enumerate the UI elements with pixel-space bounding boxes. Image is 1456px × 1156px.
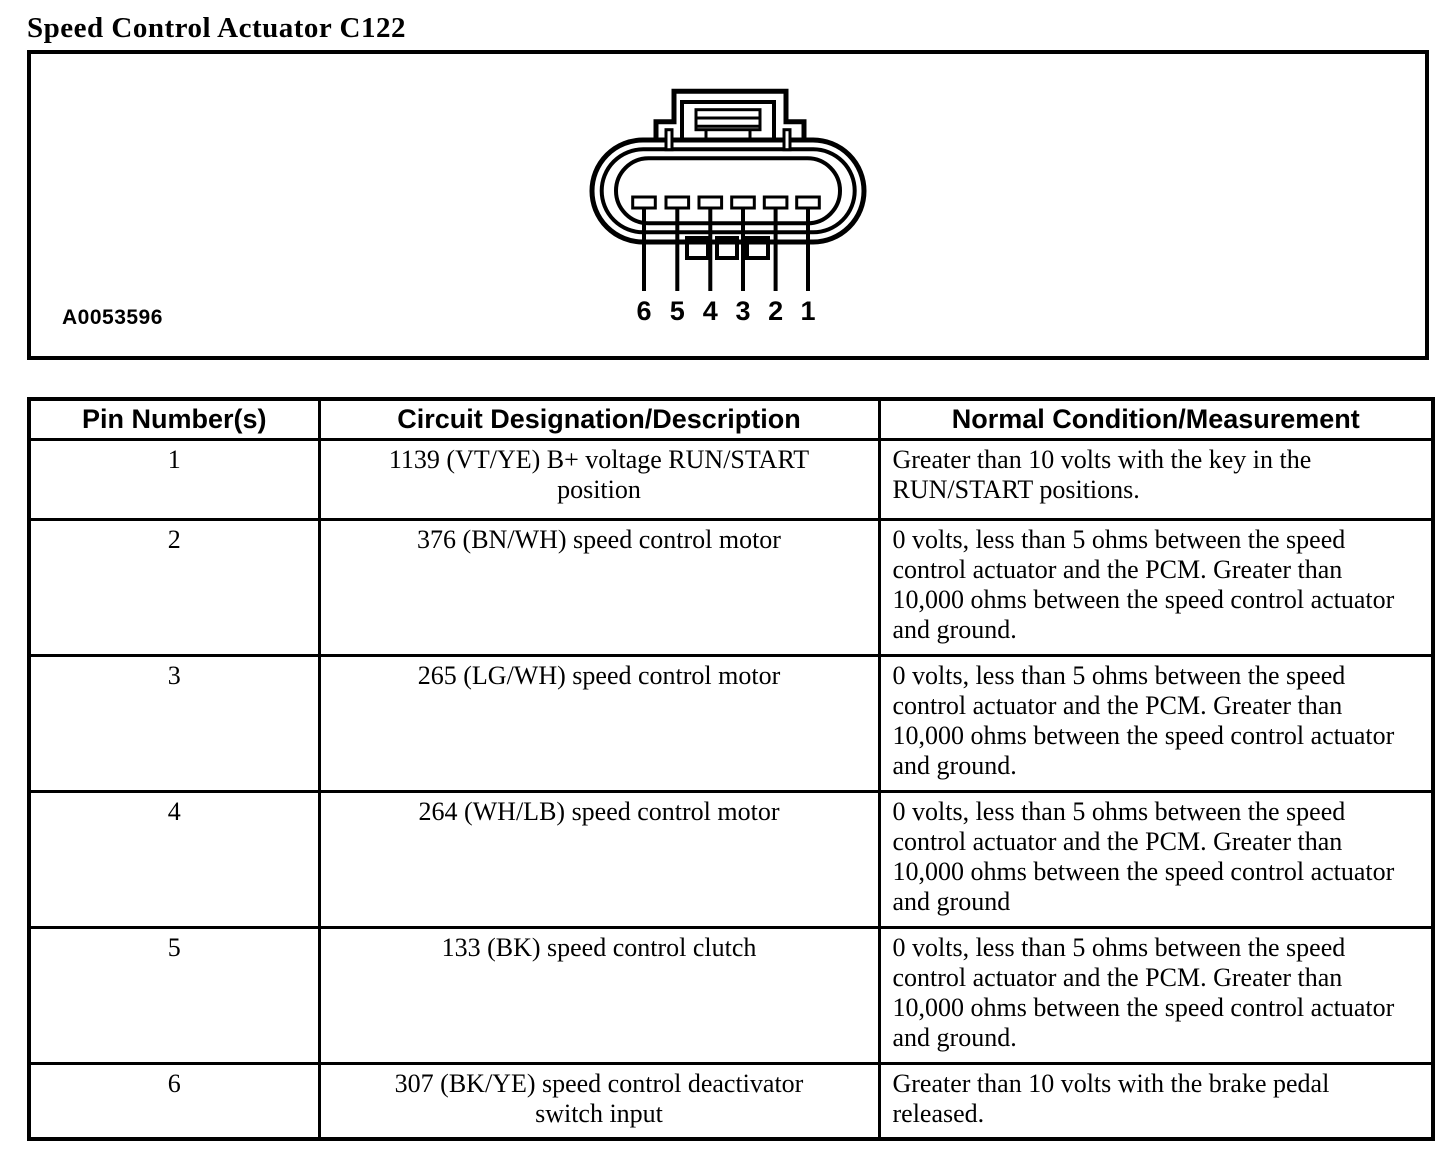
latch-side-slots [664,128,792,152]
pin-label-5: 5 [670,296,685,326]
circuit-cell: 1139 (VT/YE) B+ voltage RUN/START positi… [317,437,881,521]
table-row: 6 307 (BK/YE) speed control deactivator … [27,1061,1435,1141]
pin-number-cell: 1 [27,437,321,521]
condition-cell: 0 volts, less than 5 ohms between the sp… [877,653,1435,793]
circuit-cell: 376 (BN/WH) speed control motor [317,517,881,657]
circuit-cell: 307 (BK/YE) speed control deactivator sw… [317,1061,881,1141]
connector-figure-box: 6 5 4 3 2 1 A0053596 [27,50,1429,360]
circuit-cell: 133 (BK) speed control clutch [317,925,881,1065]
connector-diagram: 6 5 4 3 2 1 [589,88,867,326]
header-pin-number: Pin Number(s) [27,397,321,441]
pin-number-cell: 3 [27,653,321,793]
pin-number-cell: 2 [27,517,321,657]
table-row: 5 133 (BK) speed control clutch 0 volts,… [27,925,1435,1065]
pin-cavities [631,195,821,210]
figure-id-label: A0053596 [62,306,163,329]
pin-number-cell: 6 [27,1061,321,1141]
pin-number-cell: 4 [27,789,321,929]
condition-cell: Greater than 10 volts with the brake ped… [877,1061,1435,1141]
condition-cell: Greater than 10 volts with the key in th… [877,437,1435,521]
pin-circuit-table: Pin Number(s) Circuit Designation/Descri… [27,397,1435,1141]
connector-body [589,137,867,245]
circuit-cell: 265 (LG/WH) speed control motor [317,653,881,793]
pin-label-3: 3 [735,296,750,326]
table-row: 4 264 (WH/LB) speed control motor 0 volt… [27,789,1435,929]
pin-number-labels: 6 5 4 3 2 1 [636,296,815,326]
condition-cell: 0 volts, less than 5 ohms between the sp… [877,789,1435,929]
circuit-cell: 264 (WH/LB) speed control motor [317,789,881,929]
pin-label-1: 1 [800,296,815,326]
table-row: 2 376 (BN/WH) speed control motor 0 volt… [27,517,1435,657]
connector-bottom-tabs [685,236,770,260]
header-circuit-designation: Circuit Designation/Description [317,397,881,441]
header-normal-condition: Normal Condition/Measurement [877,397,1435,441]
condition-cell: 0 volts, less than 5 ohms between the sp… [877,517,1435,657]
condition-cell: 0 volts, less than 5 ohms between the sp… [877,925,1435,1065]
pin-leader-lines [642,208,810,291]
page-title: Speed Control Actuator C122 [27,12,406,44]
pin-label-6: 6 [636,296,651,326]
table-header-row: Pin Number(s) Circuit Designation/Descri… [27,397,1435,441]
pin-label-4: 4 [703,296,718,326]
pin-label-2: 2 [768,296,783,326]
connector-latch [653,88,807,142]
table-row: 1 1139 (VT/YE) B+ voltage RUN/START posi… [27,437,1435,521]
pin-number-cell: 5 [27,925,321,1065]
table-row: 3 265 (LG/WH) speed control motor 0 volt… [27,653,1435,793]
